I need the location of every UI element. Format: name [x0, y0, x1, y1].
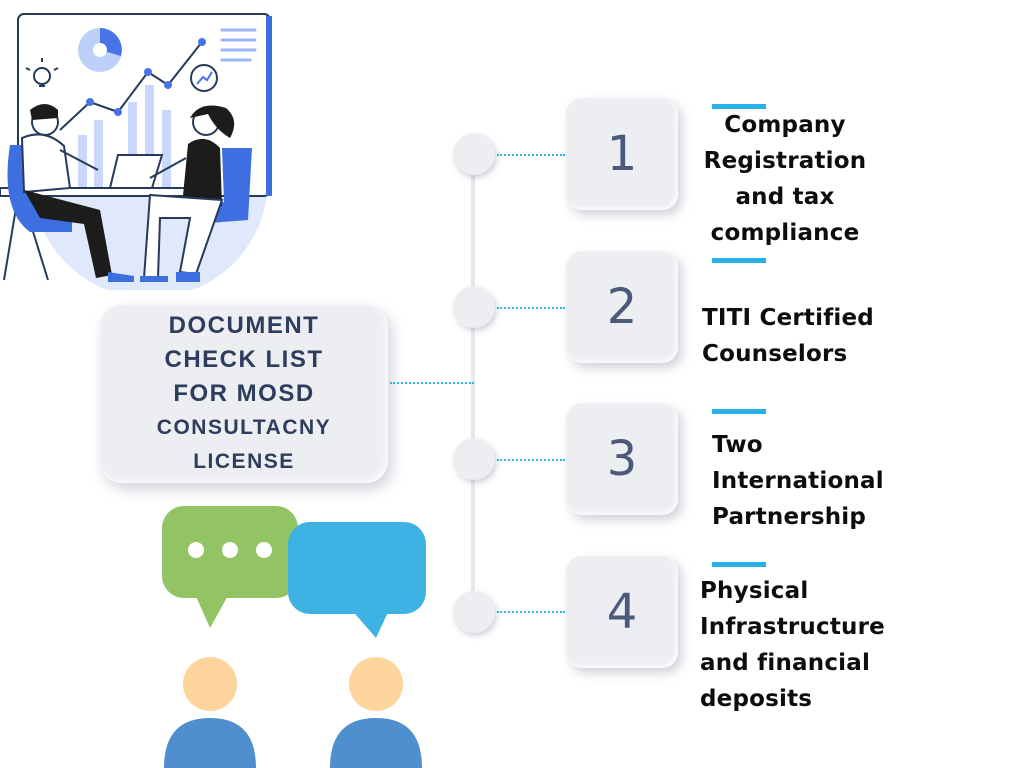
timeline-node-1	[453, 133, 495, 175]
step-label-1: Company Registration and tax compliance	[700, 107, 870, 251]
step-1-line: Company	[724, 112, 846, 138]
step-number-1: 1	[566, 98, 678, 210]
step-number-3: 3	[566, 403, 678, 515]
step-2-line: Counselors	[702, 341, 848, 367]
title-connector	[390, 382, 474, 384]
step-1-line: compliance	[710, 220, 860, 246]
title-text: DOCUMENT CHECK LIST FOR MOSD CONSULTACNY…	[157, 309, 331, 479]
step-3-line: Two	[712, 432, 763, 458]
connector-4	[497, 611, 565, 613]
accent-bar-3	[712, 409, 766, 414]
timeline-node-2	[453, 286, 495, 328]
title-line: LICENSE	[193, 450, 295, 473]
pie-hole	[93, 43, 107, 57]
step-label-4: Physical Infrastructure and financial de…	[700, 573, 885, 717]
accent-bar-1b	[712, 258, 766, 263]
title-line: DOCUMENT	[168, 312, 320, 339]
title-box: DOCUMENT CHECK LIST FOR MOSD CONSULTACNY…	[100, 305, 388, 483]
person-left	[20, 104, 134, 282]
person-right	[140, 105, 235, 282]
timeline-node-4	[453, 591, 495, 633]
title-line: FOR MOSD	[173, 380, 315, 407]
speech-bubble-blue-icon	[288, 522, 426, 638]
step-number-2: 2	[566, 251, 678, 363]
step-4-line: deposits	[700, 686, 813, 712]
speech-bubble-green-icon	[162, 506, 298, 628]
step-3-line: International	[712, 468, 884, 494]
accent-bar-4	[712, 562, 766, 567]
step-1-line: and tax	[735, 184, 835, 210]
line-chart-icon	[59, 41, 203, 131]
step-4-line: and financial	[700, 650, 871, 676]
accent-bar-1	[712, 104, 766, 109]
text-lines-icon	[220, 28, 257, 62]
board-shadow	[266, 16, 272, 196]
timeline-node-3	[453, 438, 495, 480]
connector-3	[497, 459, 565, 461]
line-chart-points	[86, 38, 206, 116]
lightbulb-icon	[25, 58, 59, 87]
connector-2	[497, 307, 565, 309]
title-line: CONSULTACNY	[156, 416, 332, 439]
step-number-4: 4	[566, 556, 678, 668]
laptop-icon	[108, 154, 164, 189]
person-avatar-icon	[164, 657, 256, 768]
chat-people-illustration	[162, 506, 426, 768]
step-4-line: Physical	[700, 578, 809, 604]
step-label-2: TITI Certified Counselors	[702, 300, 874, 372]
title-line: CHECK LIST	[164, 346, 324, 373]
step-1-line: Registration	[703, 148, 867, 174]
connector-1	[497, 154, 565, 156]
timeline-line	[471, 150, 475, 610]
step-label-3: Two International Partnership	[712, 427, 884, 535]
person-avatar-icon	[330, 657, 422, 768]
step-4-line: Infrastructure	[700, 614, 885, 640]
step-3-line: Partnership	[712, 504, 867, 530]
step-2-line: TITI Certified	[702, 305, 874, 331]
business-meeting-illustration	[0, 13, 272, 290]
